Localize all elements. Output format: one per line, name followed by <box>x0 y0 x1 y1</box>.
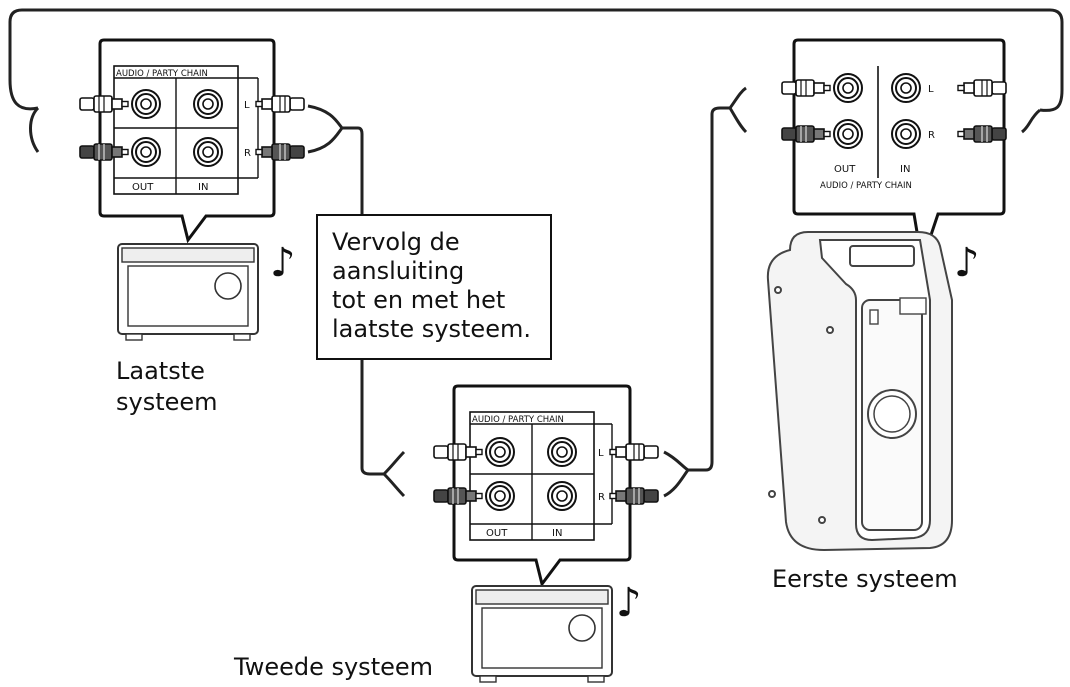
music-note-icon: ♪ <box>954 240 980 286</box>
instruction-note: Vervolg de aansluiting tot en met het la… <box>316 214 552 360</box>
last-system-panel: AUDIO / PARTY CHAIN OUT IN L R <box>79 38 305 244</box>
last-system-label: Laatste systeem <box>116 357 218 416</box>
second-system-label: Tweede systeem <box>234 653 434 681</box>
panel-l-label: L <box>598 448 604 459</box>
panel-in-label: IN <box>552 528 562 539</box>
music-note-icon: ♪ <box>270 240 296 286</box>
panel-header: AUDIO / PARTY CHAIN <box>820 181 912 191</box>
last-system-unit <box>117 243 259 341</box>
panel-in-label: IN <box>198 182 208 193</box>
music-note-icon: ♪ <box>616 580 642 626</box>
panel-in-label: IN <box>900 164 910 175</box>
panel-out-label: OUT <box>834 164 856 175</box>
panel-r-label: R <box>598 492 605 503</box>
panel-r-label: R <box>244 148 251 159</box>
panel-r-label: R <box>928 130 935 141</box>
panel-out-label: OUT <box>132 182 154 193</box>
second-system-panel: AUDIO / PARTY CHAIN OUT IN L R <box>433 384 659 588</box>
first-system-panel: L R OUT IN AUDIO / PARTY CHAIN <box>781 38 1007 263</box>
first-system-label: Eerste systeem <box>772 565 958 593</box>
panel-l-label: L <box>928 84 934 95</box>
panel-header: AUDIO / PARTY CHAIN <box>116 69 208 79</box>
panel-l-label: L <box>244 100 250 111</box>
panel-header: AUDIO / PARTY CHAIN <box>472 415 564 425</box>
first-system-speaker <box>766 231 953 552</box>
second-system-unit <box>471 585 613 683</box>
panel-out-label: OUT <box>486 528 508 539</box>
